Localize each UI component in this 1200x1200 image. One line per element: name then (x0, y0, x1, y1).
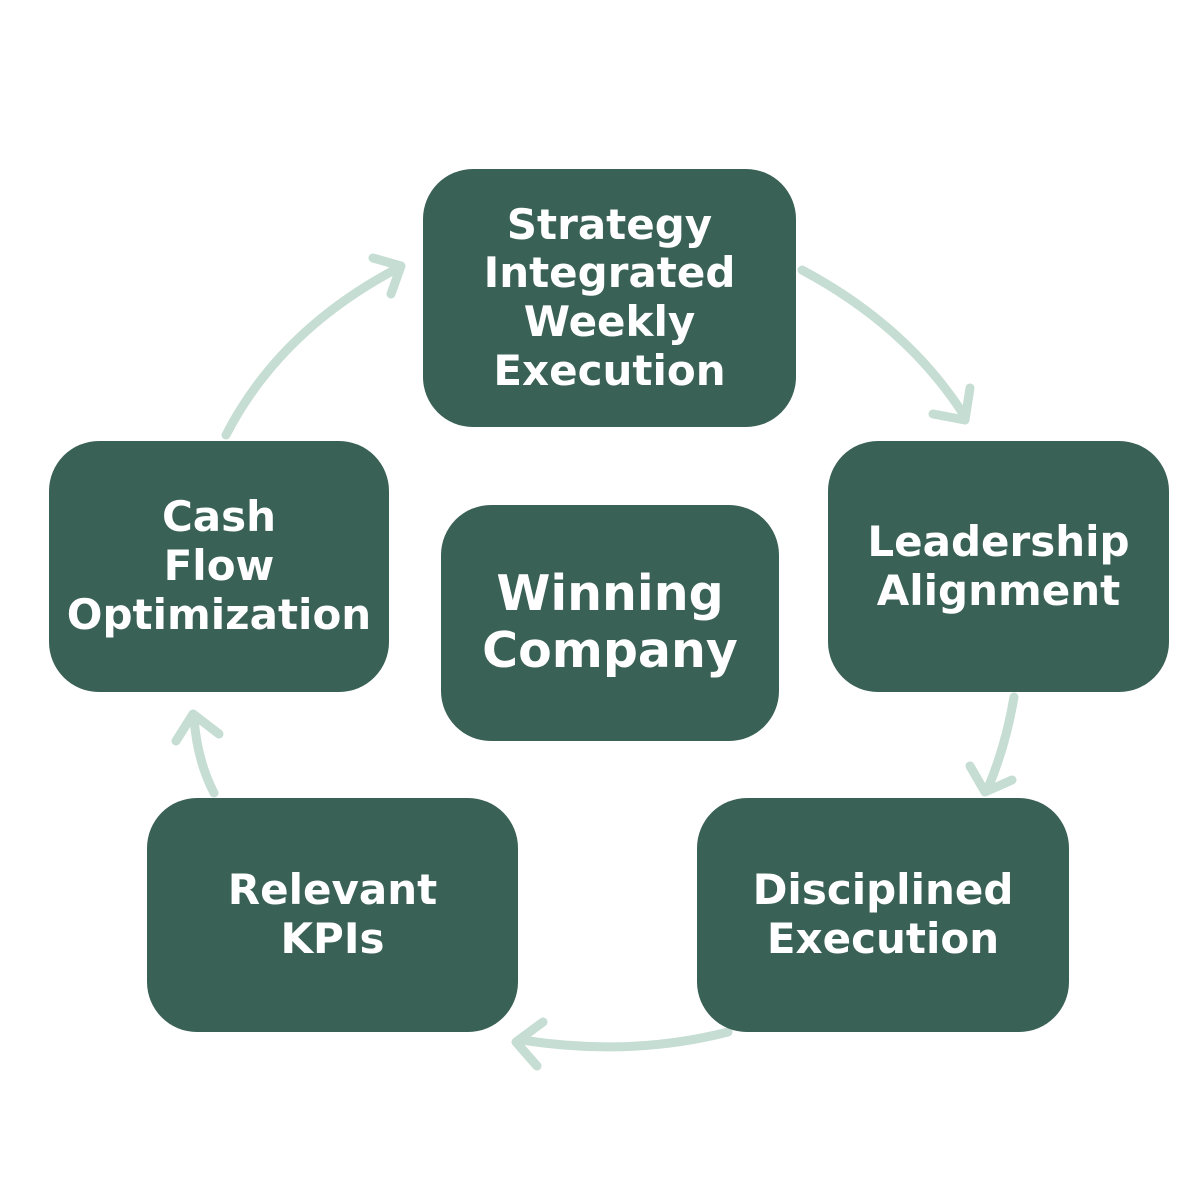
node-cash-flow-optimization: Cash Flow Optimization (49, 441, 389, 692)
node-leadership-alignment: Leadership Alignment (828, 441, 1169, 692)
node-label-center: Winning Company (482, 565, 738, 679)
node-strategy-integrated-weekly-execution: Strategy Integrated Weekly Execution (423, 169, 796, 427)
node-label-leadership: Leadership Alignment (867, 516, 1130, 615)
node-relevant-kpis: Relevant KPIs (147, 798, 518, 1032)
arrow-head-strategy-to-leadership (928, 383, 975, 425)
arrow-strategy-to-leadership (797, 265, 967, 417)
node-disciplined-execution: Disciplined Execution (697, 798, 1069, 1032)
node-label-strategy: Strategy Integrated Weekly Execution (483, 199, 736, 395)
arrow-head-disciplined-to-kpis (511, 1017, 548, 1071)
arrow-head-leadership-to-disciplined (965, 761, 1017, 797)
arrow-disciplined-to-kpis (517, 1027, 733, 1052)
node-label-kpis: Relevant KPIs (227, 865, 438, 963)
node-label-cash: Cash Flow Optimization (66, 492, 372, 639)
arrow-leadership-to-disciplined (983, 692, 1019, 793)
arrow-kpis-to-cash (189, 713, 219, 798)
arrow-head-kpis-to-cash (171, 709, 224, 746)
node-winning-company: Winning Company (441, 505, 779, 741)
arrow-cash-to-strategy (221, 263, 403, 440)
arrow-head-cash-to-strategy (368, 253, 406, 299)
node-label-disciplined: Disciplined Execution (752, 865, 1014, 963)
